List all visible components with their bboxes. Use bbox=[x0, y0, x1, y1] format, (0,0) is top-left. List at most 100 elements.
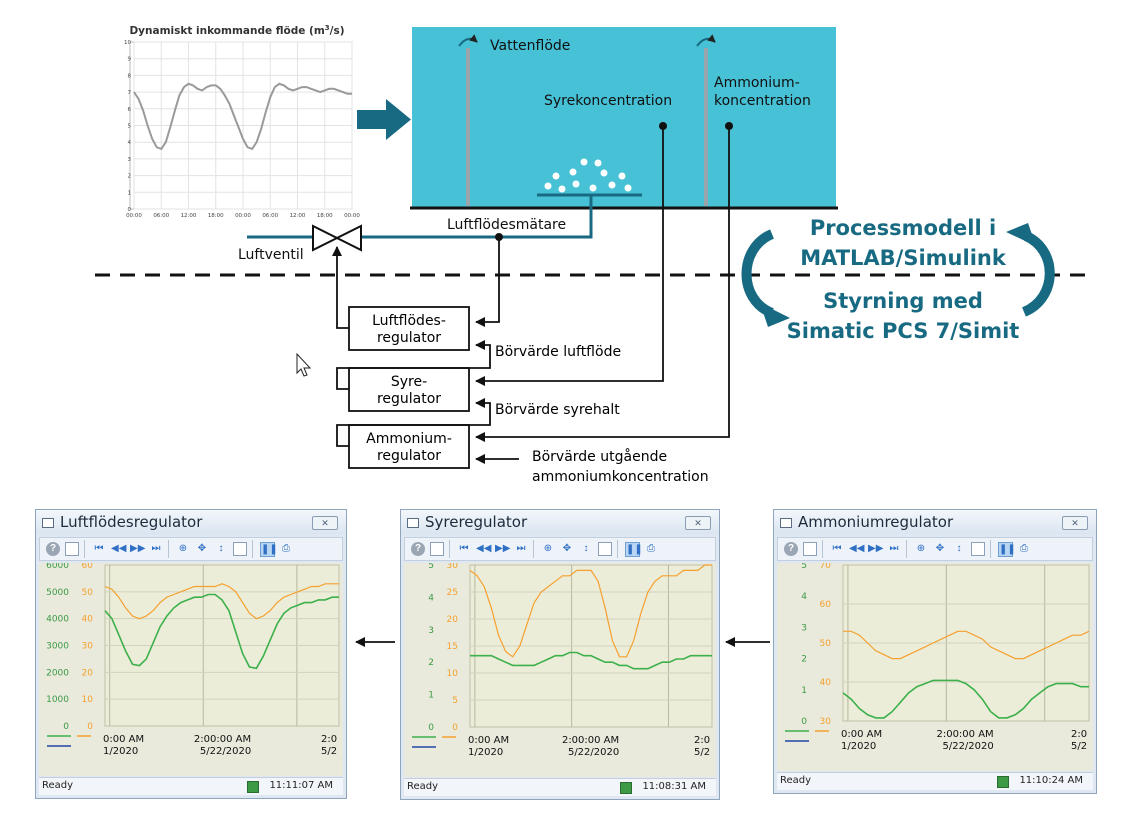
x-time-label: 2:00:00 AM bbox=[562, 735, 619, 746]
pause-icon[interactable]: ❚❚ bbox=[998, 542, 1016, 557]
axis-icon[interactable]: ↕ bbox=[956, 543, 962, 554]
move-icon[interactable]: ✥ bbox=[562, 543, 572, 554]
window-titlebar[interactable]: Luftflödesregulator ✕ bbox=[36, 510, 346, 534]
cycle-label-1: Processmodell i bbox=[810, 216, 996, 240]
inflow-x-tick: 12:00 bbox=[181, 213, 197, 219]
window-toolbar: ? ⏮ ◀◀▶▶ ⏭ ⊕ ✥ ↕ ❚❚ ⎙ bbox=[777, 537, 1093, 561]
pause-icon[interactable]: ❚❚ bbox=[625, 542, 643, 557]
window-titlebar[interactable]: Ammoniumregulator✕ bbox=[774, 510, 1096, 534]
oxygen-signal-line bbox=[475, 126, 664, 386]
left-axis-tick: 0 bbox=[428, 723, 434, 733]
left-axis-tick: 3000 bbox=[46, 642, 69, 652]
forward-icon[interactable]: ▶▶ bbox=[130, 543, 146, 554]
cycle-arrow-right-icon bbox=[1021, 231, 1055, 317]
grid-icon[interactable] bbox=[233, 542, 247, 556]
window-config-icon[interactable] bbox=[65, 542, 79, 556]
print-icon[interactable]: ⎙ bbox=[647, 543, 655, 554]
help-icon[interactable]: ? bbox=[46, 542, 60, 556]
x-time-label: 2:0 bbox=[321, 734, 337, 745]
inflow-y-tick: 3 bbox=[128, 157, 132, 163]
right-axis-tick: 70 bbox=[820, 563, 832, 571]
left-axis-tick: 2000 bbox=[46, 668, 69, 678]
move-icon[interactable]: ✥ bbox=[197, 543, 207, 554]
last-icon[interactable]: ⏭ bbox=[151, 543, 161, 554]
inflow-y-tick: 2 bbox=[128, 174, 132, 180]
left-axis-tick: 3 bbox=[801, 623, 807, 633]
pause-icon[interactable]: ❚❚ bbox=[260, 542, 278, 557]
luftflodesregulator-label-1: Luftflödes- bbox=[372, 313, 446, 329]
x-date-label: 5/2 bbox=[1071, 741, 1087, 752]
inflow-x-tick: 06:00 bbox=[262, 213, 278, 219]
axis-icon[interactable]: ↕ bbox=[218, 543, 224, 554]
controller-stack: Luftflödes- regulator Syre- regulator Am… bbox=[332, 246, 709, 485]
forward-icon[interactable]: ▶▶ bbox=[868, 543, 884, 554]
left-axis-tick: 4 bbox=[428, 593, 434, 603]
air-diffuser bbox=[537, 158, 642, 208]
left-axis-tick: 6000 bbox=[46, 563, 69, 571]
print-icon[interactable]: ⎙ bbox=[1020, 543, 1028, 554]
first-icon[interactable]: ⏮ bbox=[94, 543, 104, 554]
window-title: Luftflödesregulator bbox=[60, 513, 203, 531]
axis-icon[interactable]: ↕ bbox=[583, 543, 589, 554]
x-time-label: 0:00 AM bbox=[841, 729, 882, 740]
cycle-label-3: Styrning med bbox=[823, 289, 983, 313]
left-axis-tick: 0 bbox=[801, 717, 807, 727]
luftflodesregulator-label-2: regulator bbox=[377, 330, 441, 346]
back-icon[interactable]: ◀◀ bbox=[849, 543, 865, 554]
air-bubbles-icon bbox=[544, 158, 632, 193]
cycle-label-4: Simatic PCS 7/Simit bbox=[787, 319, 1020, 343]
zoom-icon[interactable]: ⊕ bbox=[916, 543, 926, 554]
last-icon[interactable]: ⏭ bbox=[516, 543, 526, 554]
window-config-icon[interactable] bbox=[803, 542, 817, 556]
window-title: Syreregulator bbox=[425, 513, 528, 531]
close-icon[interactable]: ✕ bbox=[685, 516, 711, 530]
first-icon[interactable]: ⏮ bbox=[459, 543, 469, 554]
back-icon[interactable]: ◀◀ bbox=[476, 543, 492, 554]
right-axis-tick: 50 bbox=[82, 588, 94, 598]
print-icon[interactable]: ⎙ bbox=[282, 543, 290, 554]
x-time-label: 2:0 bbox=[694, 735, 710, 746]
window-config-icon[interactable] bbox=[430, 542, 444, 556]
first-icon[interactable]: ⏮ bbox=[832, 543, 842, 554]
trend-plot[interactable]: 010002000300040005000600001020304050600:… bbox=[39, 563, 343, 776]
luftflodesmatare-label: Luftflödesmätare bbox=[447, 217, 566, 233]
cycle-label-2: MATLAB/Simulink bbox=[800, 246, 1007, 270]
last-icon[interactable]: ⏭ bbox=[889, 543, 899, 554]
inflow-x-tick: 00:00 bbox=[235, 213, 251, 219]
help-icon[interactable]: ? bbox=[784, 542, 798, 556]
trend-series-line bbox=[470, 651, 712, 670]
inflow-chart-title: Dynamiskt inkommande flöde (m3/s) bbox=[129, 24, 344, 37]
status-time: 11:10:24 AM bbox=[1019, 775, 1083, 786]
right-axis-tick: 30 bbox=[820, 717, 832, 727]
help-icon[interactable]: ? bbox=[411, 542, 425, 556]
toolbar-separator bbox=[168, 540, 169, 558]
grid-icon[interactable] bbox=[971, 542, 985, 556]
status-time: 11:08:31 AM bbox=[642, 781, 706, 792]
toolbar-separator bbox=[990, 540, 991, 558]
grid-icon[interactable] bbox=[598, 542, 612, 556]
zoom-icon[interactable]: ⊕ bbox=[178, 543, 188, 554]
close-icon[interactable]: ✕ bbox=[312, 516, 338, 530]
x-time-label: 0:00 AM bbox=[103, 734, 144, 745]
left-axis-tick: 4 bbox=[801, 592, 807, 602]
close-icon[interactable]: ✕ bbox=[1062, 516, 1088, 530]
simulation-cycle: Processmodell i MATLAB/Simulink Styrning… bbox=[741, 216, 1055, 343]
back-icon[interactable]: ◀◀ bbox=[111, 543, 127, 554]
zoom-icon[interactable]: ⊕ bbox=[543, 543, 553, 554]
toolbar-separator bbox=[822, 540, 823, 558]
forward-icon[interactable]: ▶▶ bbox=[495, 543, 511, 554]
ammoniumregulator-block bbox=[348, 424, 470, 469]
move-icon[interactable]: ✥ bbox=[935, 543, 945, 554]
airflow-signal-line bbox=[475, 237, 500, 327]
window-titlebar[interactable]: Syreregulator ✕ bbox=[401, 510, 719, 534]
trend-series-line bbox=[842, 679, 1089, 719]
inflow-y-tick: 1 bbox=[128, 190, 132, 196]
trend-series-line bbox=[104, 593, 339, 670]
